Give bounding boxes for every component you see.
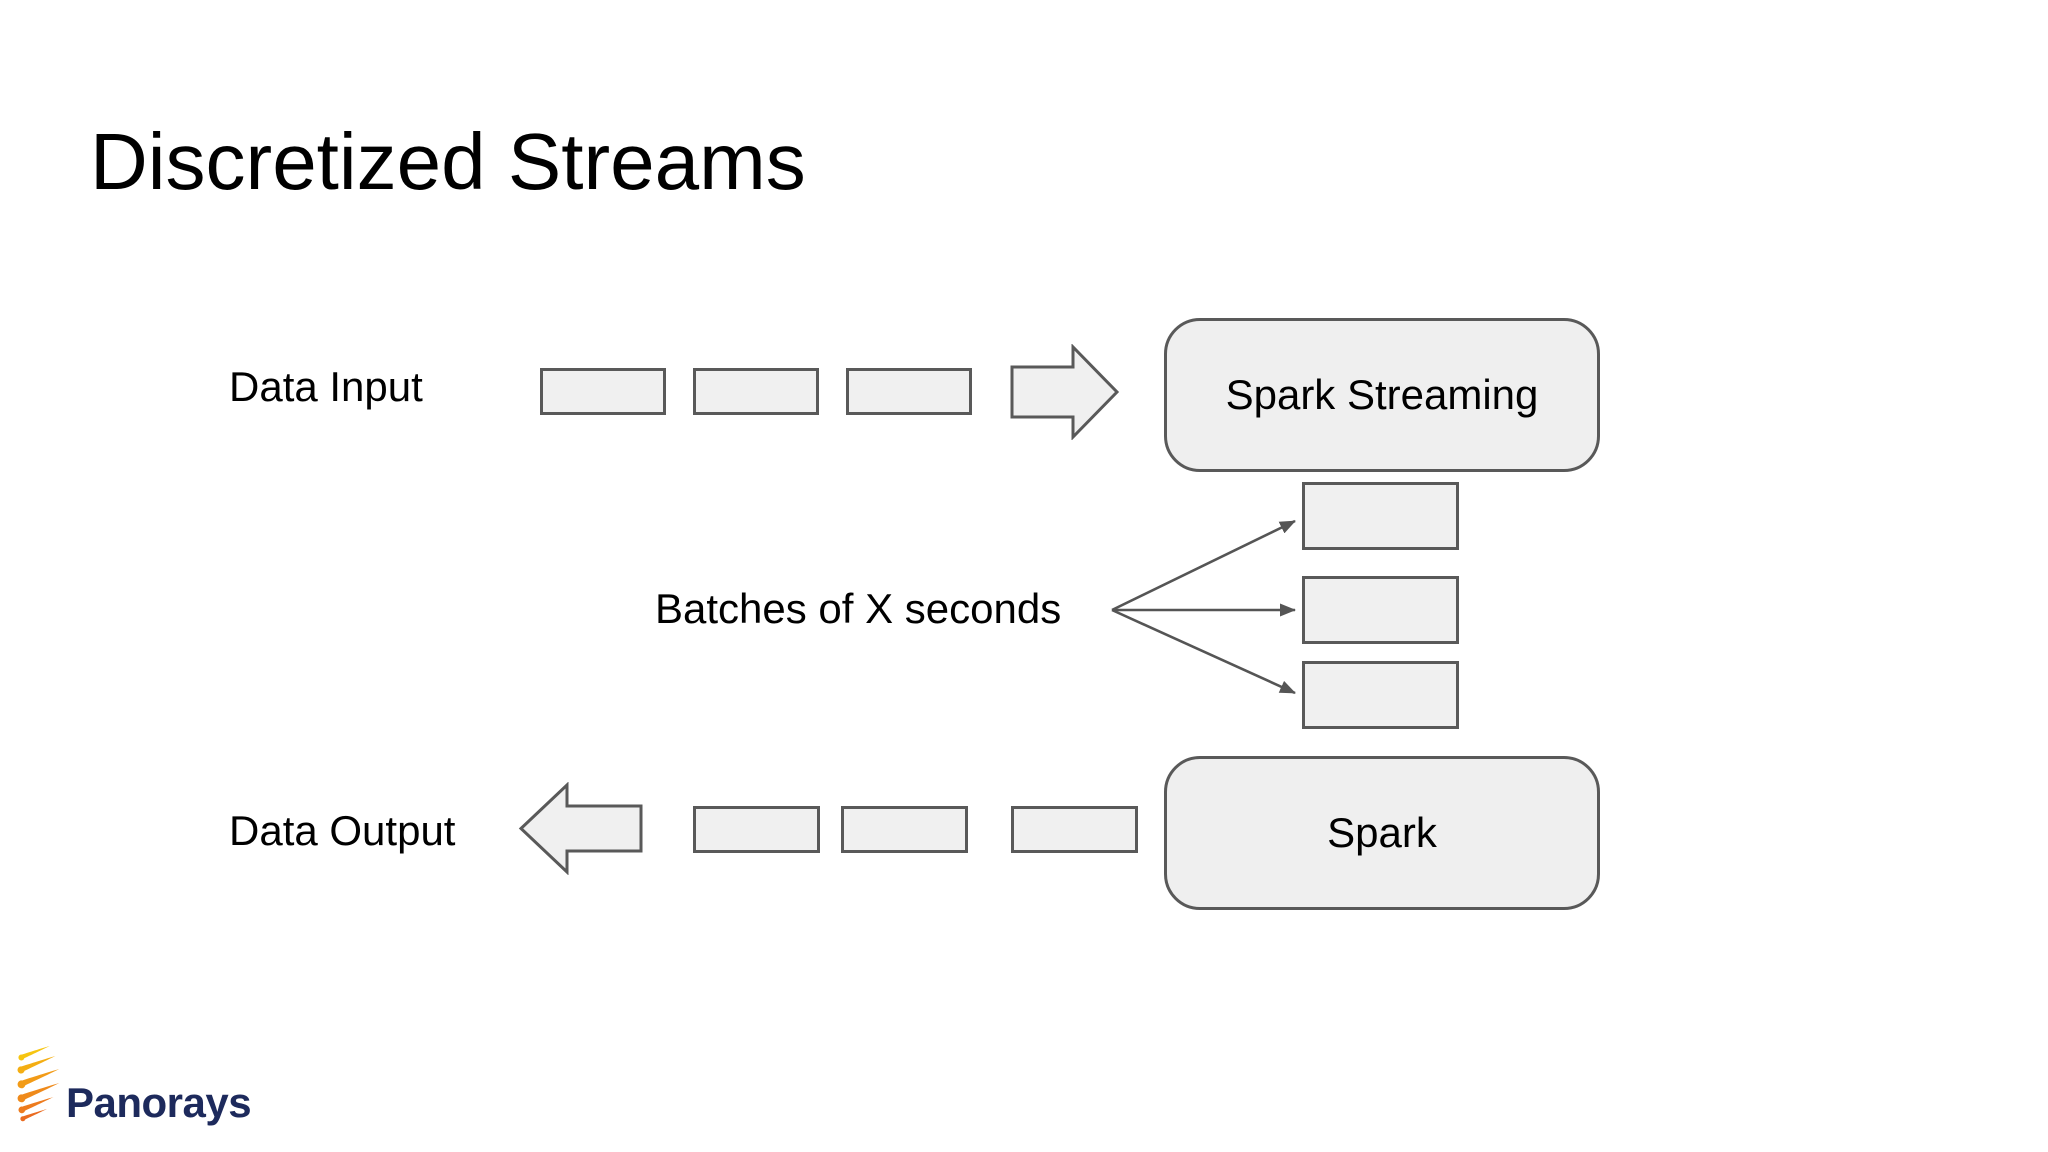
batch-block [1302, 482, 1459, 550]
slide-title: Discretized Streams [90, 117, 806, 206]
output-block [1011, 806, 1138, 853]
right-arrow-icon [1010, 344, 1120, 440]
panorays-rays-icon [17, 1046, 60, 1122]
batch-block [1302, 661, 1459, 729]
batch-fan-arrows-icon [1111, 519, 1296, 695]
output-block [693, 806, 820, 853]
batch-block [1302, 576, 1459, 644]
input-block [693, 368, 819, 415]
spark-streaming-node: Spark Streaming [1164, 318, 1600, 472]
input-row-label: Data Input [229, 363, 423, 410]
input-block [540, 368, 666, 415]
left-arrow-icon [518, 782, 643, 875]
spark-label: Spark [1327, 809, 1437, 856]
output-block [841, 806, 968, 853]
batches-label: Batches of X seconds [655, 585, 1062, 632]
spark-streaming-label: Spark Streaming [1225, 371, 1539, 418]
panorays-logo [15, 1044, 61, 1127]
panorays-wordmark: Panorays [66, 1079, 252, 1126]
input-block [846, 368, 972, 415]
output-row-label: Data Output [229, 807, 456, 854]
spark-node: Spark [1164, 756, 1600, 910]
